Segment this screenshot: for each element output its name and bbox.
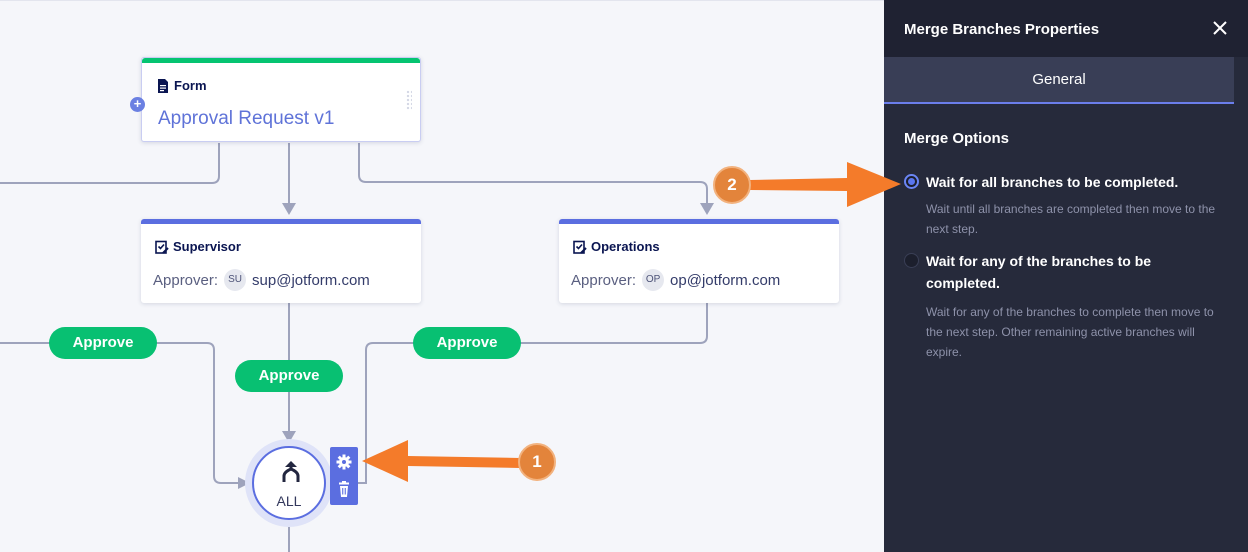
merge-options-title: Merge Options [904,130,1010,147]
approval-icon [155,240,169,254]
option-wait-all[interactable]: Wait for all branches to be completed. W… [904,171,1234,241]
connector-lines [0,143,714,552]
operations-node[interactable]: Operations Approver: OP op@jotform.com [559,219,839,303]
option-wait-any-description: Wait for any of the branches to complete… [926,305,1214,359]
radio-wait-all[interactable] [904,174,919,189]
node-toolbar [330,447,358,505]
option-wait-all-description: Wait until all branches are completed th… [926,202,1216,236]
drag-handle-icon[interactable] [406,90,412,110]
approver-email: op@jotform.com [670,271,781,289]
add-connection-icon[interactable]: + [130,97,145,112]
avatar: OP [642,269,665,291]
tab-general[interactable]: General [884,57,1234,104]
option-wait-any-label[interactable]: Wait for any of the branches to be compl… [926,253,1152,291]
form-node-type: Form [174,78,207,93]
merge-branches-node[interactable]: ALL [245,439,333,527]
approve-condition-right[interactable]: Approve [413,327,521,359]
approver-label: Approver: [571,271,637,289]
avatar: SU [224,269,247,291]
panel-header: Merge Branches Properties [884,0,1248,57]
operations-node-accent-bar [559,219,839,224]
annotation-badge-1: 1 [518,443,556,481]
radio-wait-any[interactable] [904,253,919,268]
close-icon[interactable] [1212,20,1228,36]
option-wait-any[interactable]: Wait for any of the branches to be compl… [904,250,1234,360]
approver-email: sup@jotform.com [252,271,370,289]
supervisor-node-type: Supervisor [173,239,241,254]
approve-condition-center[interactable]: Approve [235,360,343,392]
approve-condition-left[interactable]: Approve [49,327,157,359]
annotation-badge-2: 2 [713,166,751,204]
approval-icon [573,240,587,254]
workflow-canvas[interactable]: Form Approval Request v1 + Supervisor Ap… [0,0,884,552]
merge-icon [279,460,303,484]
document-icon [156,78,170,93]
settings-gear-icon[interactable] [336,454,352,470]
supervisor-node[interactable]: Supervisor Approver: SU sup@jotform.com [141,219,421,303]
properties-panel: Merge Branches Properties General Merge … [884,0,1248,552]
supervisor-node-accent-bar [141,219,421,224]
option-wait-all-label[interactable]: Wait for all branches to be completed. [926,174,1179,190]
panel-title: Merge Branches Properties [904,21,1100,38]
approver-label: Approver: [153,271,219,289]
form-node-accent-bar [142,58,420,63]
operations-node-type: Operations [591,239,660,254]
merge-node-label: ALL [276,493,302,509]
form-node[interactable]: Form Approval Request v1 + [130,57,421,142]
delete-trash-icon[interactable] [336,481,352,497]
form-node-title[interactable]: Approval Request v1 [158,108,335,129]
